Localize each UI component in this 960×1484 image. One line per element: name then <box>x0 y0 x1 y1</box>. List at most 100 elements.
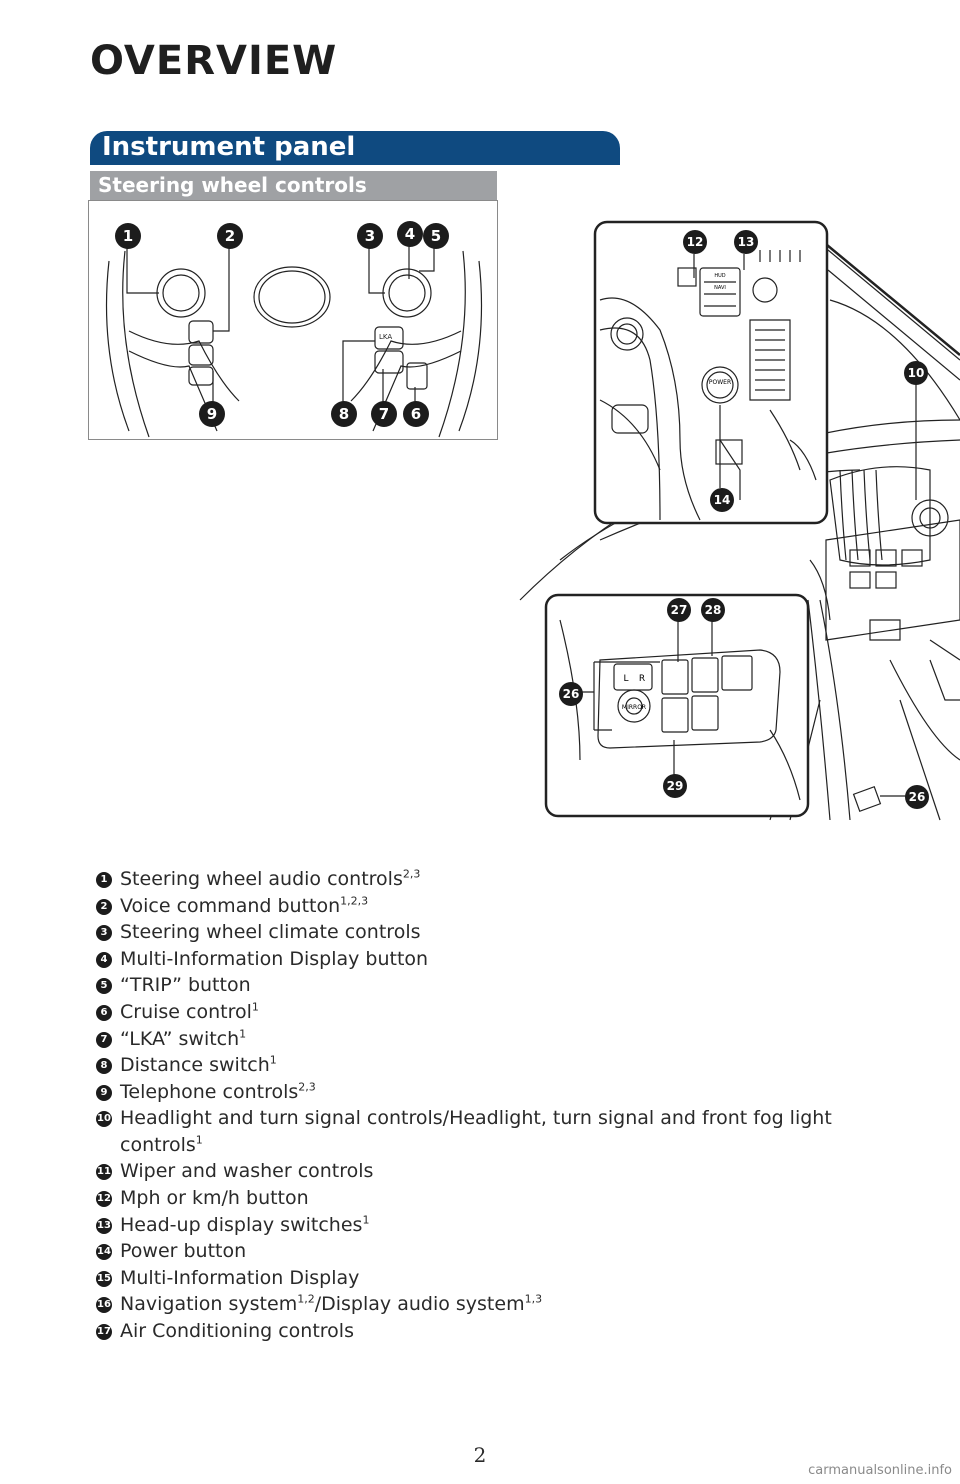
legend-text: Distance switch <box>120 1054 270 1077</box>
callout-10: 10 <box>904 361 928 385</box>
callout-5: 5 <box>423 223 449 249</box>
callout-13: 13 <box>734 230 758 254</box>
legend-number: 8 <box>96 1058 112 1075</box>
callout-30: 29 <box>663 774 687 798</box>
legend-item: 14 Power button <box>96 1238 896 1265</box>
steering-wheel-illustration <box>105 235 483 438</box>
legend-number: 11 <box>96 1164 112 1181</box>
legend-item: 6 Cruise control1 <box>96 999 896 1026</box>
legend-footnote: 1 <box>251 1000 259 1014</box>
legend-number: 13 <box>96 1217 112 1234</box>
mirror-r-label: R <box>639 674 645 684</box>
legend-item: 3 Steering wheel climate controls <box>96 919 896 946</box>
subsection-title: Steering wheel controls <box>98 173 367 197</box>
steering-wheel-diagram: 1 2 3 4 5 6 7 8 9 LKA <box>88 200 498 440</box>
callout-12: 12 <box>683 230 707 254</box>
inset-mirror-switches <box>544 593 810 818</box>
watermark[interactable]: carmanualsonline.info <box>808 1463 952 1478</box>
legend-text: Telephone controls <box>120 1080 299 1103</box>
legend-text: Steering wheel climate controls <box>120 921 421 944</box>
legend-number: 7 <box>96 1031 112 1048</box>
navi-label: NAVI <box>714 285 726 291</box>
legend-text: Multi-Information Display button <box>120 947 429 970</box>
legend-footnote: 1 <box>239 1027 247 1041</box>
legend-number: 6 <box>96 1004 112 1021</box>
mirror-label: MIRROR <box>622 704 646 711</box>
legend-text: Navigation system <box>120 1293 298 1316</box>
legend-number: 14 <box>96 1244 112 1261</box>
legend-footnote: 1 <box>269 1053 277 1067</box>
section-banner: Instrument panel <box>90 131 620 165</box>
legend-number: 12 <box>96 1190 112 1207</box>
dashboard-illustration: POWER HUD NAVI MIRROR L R <box>519 220 960 821</box>
legend-number: 2 <box>96 898 112 915</box>
legend-item: 7 “LKA” switch1 <box>96 1026 896 1053</box>
callout-1: 1 <box>115 223 141 249</box>
callout-2: 2 <box>217 223 243 249</box>
callout-27: 26 <box>559 682 583 706</box>
legend-footnote: 2,3 <box>402 867 421 881</box>
legend-footnote: 1 <box>362 1213 370 1227</box>
legend-item: 5 “TRIP” button <box>96 972 896 999</box>
legend-text: “TRIP” button <box>120 974 251 997</box>
legend-text: Mph or km/h button <box>120 1186 309 1209</box>
power-label: POWER <box>709 379 731 386</box>
callout-26: 26 <box>905 785 929 809</box>
legend-item: 1 Steering wheel audio controls2,3 <box>96 866 896 893</box>
legend-item: 16 Navigation system1,2/Display audio sy… <box>96 1291 896 1318</box>
legend-list: 1 Steering wheel audio controls2,3 2 Voi… <box>96 866 896 1345</box>
legend-number: 15 <box>96 1270 112 1287</box>
legend-text: Power button <box>120 1240 247 1263</box>
legend-text: Voice command button <box>120 894 341 917</box>
legend-footnote: 2,3 <box>298 1080 316 1094</box>
callout-8: 8 <box>331 401 357 427</box>
legend-item: 12 Mph or km/h button <box>96 1185 896 1212</box>
legend-text: Head-up display switches <box>120 1213 363 1236</box>
legend-item: 15 Multi-Information Display <box>96 1265 896 1292</box>
callout-29: 28 <box>701 598 725 622</box>
inset-power-hud <box>593 220 829 525</box>
legend-text: Steering wheel audio controls <box>120 868 403 890</box>
legend-item: 8 Distance switch1 <box>96 1052 896 1079</box>
legend-number: 17 <box>96 1323 112 1340</box>
legend-number: 10 <box>96 1111 112 1128</box>
legend-number: 1 <box>96 872 112 888</box>
hud-label: HUD <box>714 273 725 279</box>
subsection-banner: Steering wheel controls <box>90 171 497 201</box>
legend-text: Cruise control <box>120 1000 252 1023</box>
legend-item: 17 Air Conditioning controls <box>96 1318 896 1345</box>
callout-14: 14 <box>710 488 734 512</box>
legend-text: /Display audio system <box>314 1293 525 1316</box>
callout-4: 4 <box>397 221 423 247</box>
legend-item: 13 Head-up display switches1 <box>96 1212 896 1239</box>
legend-text: Headlight and turn signal controls/Headl… <box>120 1107 832 1156</box>
callout-6: 6 <box>403 401 429 427</box>
legend-item: 10 Headlight and turn signal controls/He… <box>96 1105 896 1158</box>
legend-number: 9 <box>96 1084 112 1101</box>
legend-item: 9 Telephone controls2,3 <box>96 1079 896 1106</box>
legend-footnote: 1,2,3 <box>340 894 369 908</box>
page-number: 2 <box>473 1443 487 1467</box>
lka-label: LKA <box>379 333 393 341</box>
legend-footnote: 1,2 <box>297 1292 315 1306</box>
legend-item: 4 Multi-Information Display button <box>96 946 896 973</box>
legend-text: “LKA” switch <box>120 1027 240 1050</box>
legend-number: 16 <box>96 1297 112 1314</box>
legend-text: Multi-Information Display <box>120 1266 360 1289</box>
legend-item: 11 Wiper and washer controls <box>96 1158 896 1185</box>
legend-number: 4 <box>96 951 112 968</box>
legend-footnote: 1,3 <box>524 1292 543 1306</box>
legend-text: Wiper and washer controls <box>120 1160 374 1183</box>
page-heading: OVERVIEW <box>90 38 338 84</box>
callout-9: 9 <box>199 401 225 427</box>
legend-footnote: 1 <box>195 1133 203 1147</box>
legend-text: Air Conditioning controls <box>120 1319 354 1342</box>
callout-7: 7 <box>371 401 397 427</box>
legend-number: 5 <box>96 978 112 995</box>
legend-number: 3 <box>96 925 112 942</box>
mirror-l-label: L <box>623 674 628 684</box>
callout-28: 27 <box>667 598 691 622</box>
legend-item: 2 Voice command button1,2,3 <box>96 893 896 920</box>
callout-3: 3 <box>357 223 383 249</box>
section-title: Instrument panel <box>102 132 356 162</box>
